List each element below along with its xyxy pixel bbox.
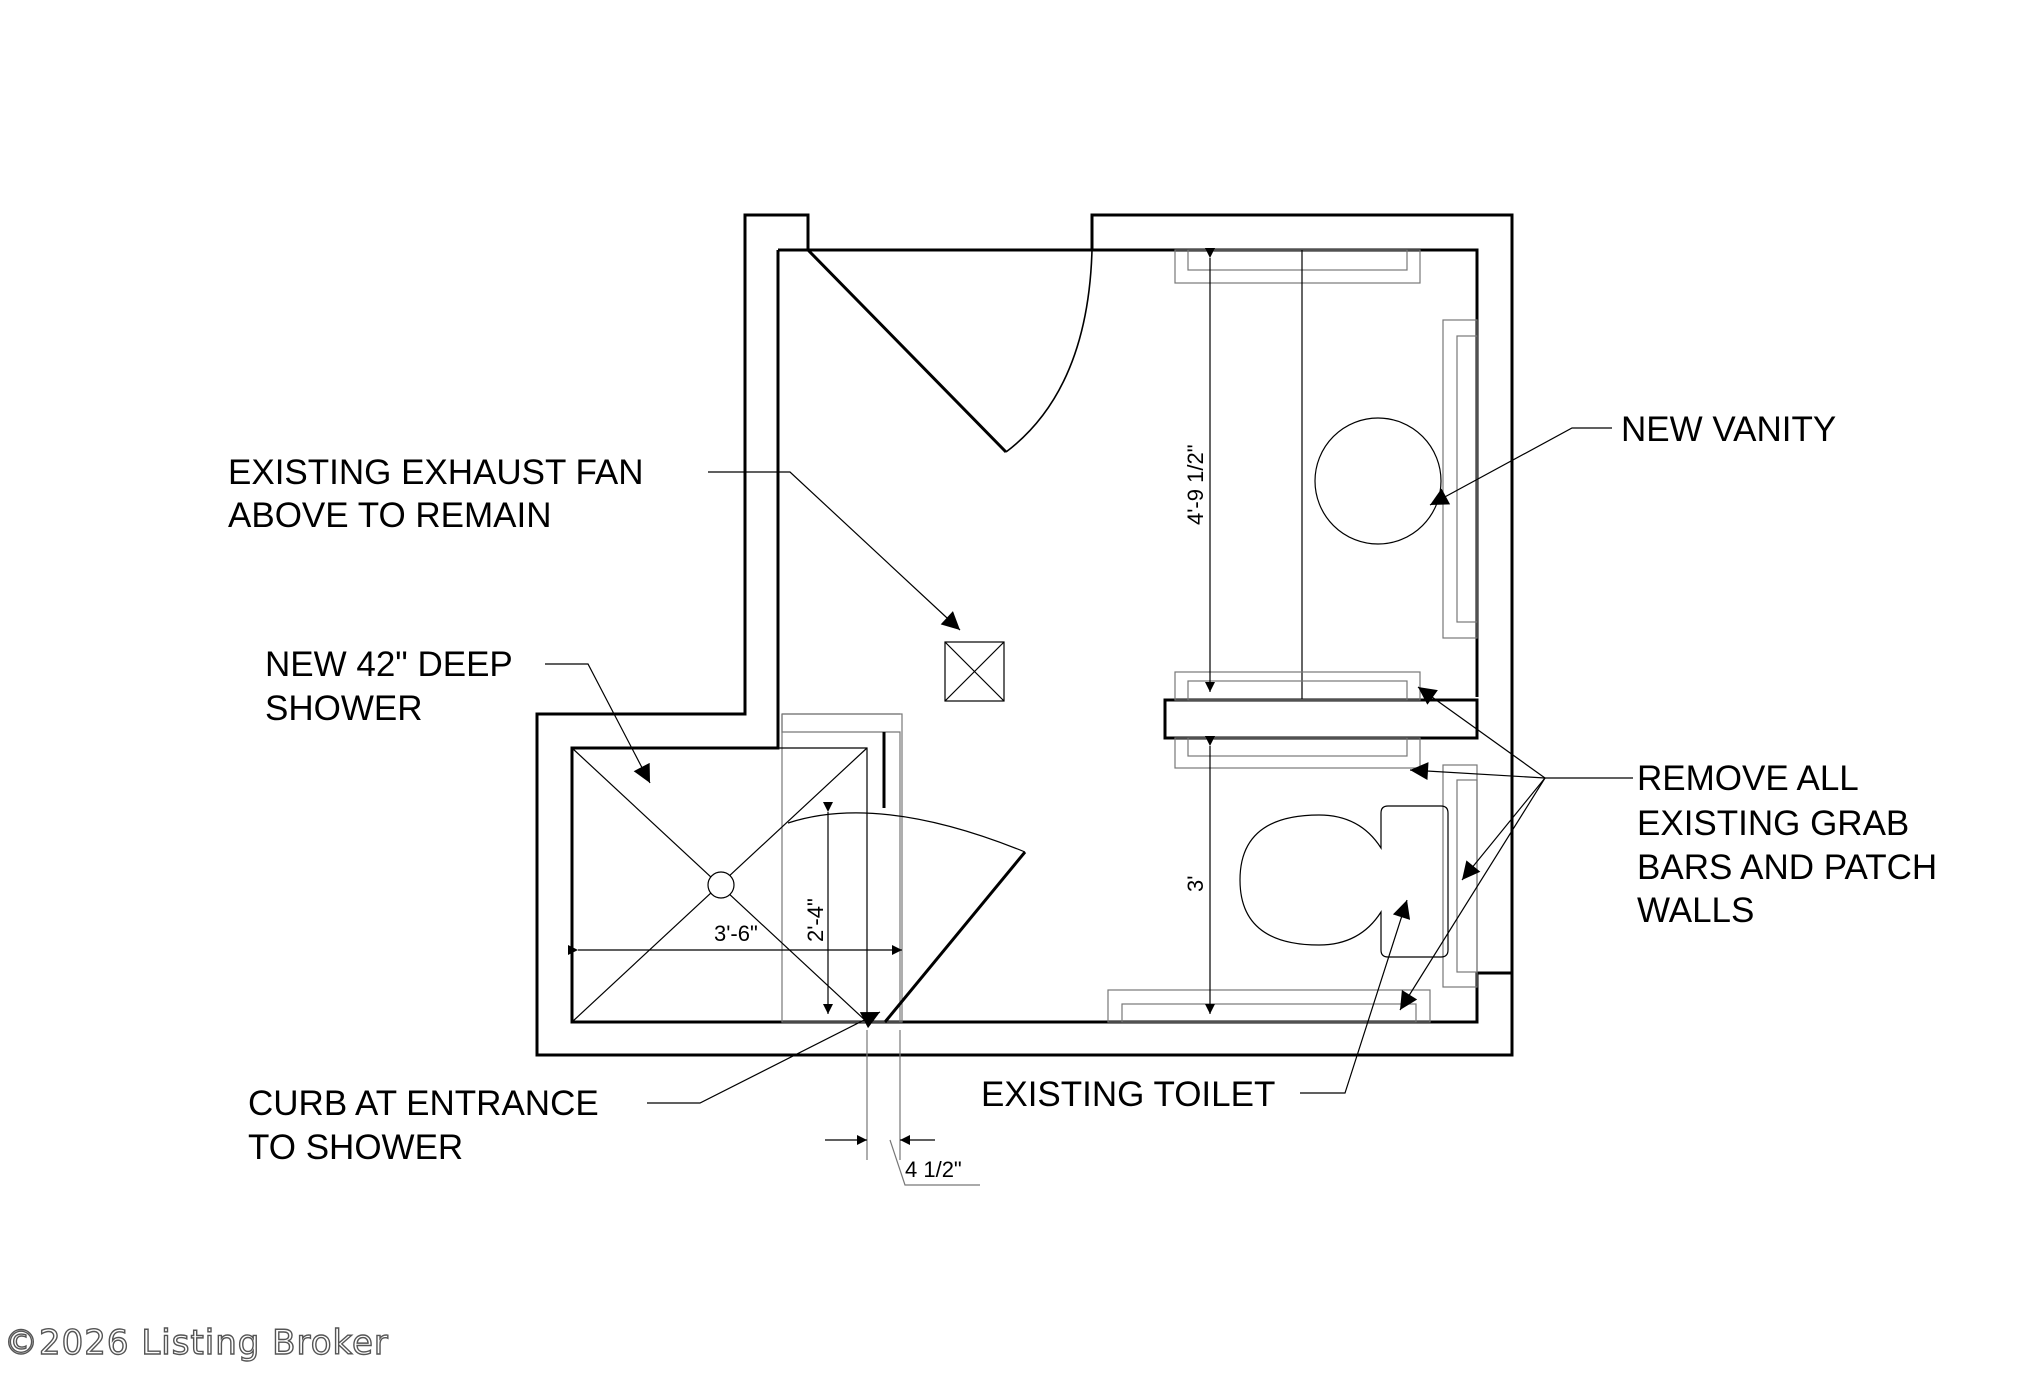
label-grab-bars-line2: EXISTING GRAB [1637,804,1909,843]
dim-curb-leader [889,1139,980,1186]
grab-bar-bottom-inner [1121,1003,1417,1023]
leader-grab-bars-1 [1417,686,1546,779]
leader-grab-bars-3 [1461,777,1546,881]
vanity-grab-bar-inner [1456,335,1478,623]
watermark: ©2026 Listing Broker [4,1323,389,1363]
grab-bar-lower-top-inner [1187,737,1408,757]
partition-wall [1163,698,1479,740]
exhaust-fan-box [944,641,1005,702]
label-grab-bars-line3: BARS AND PATCH [1637,848,1937,887]
dim-toilet-text: 3' [1183,876,1208,892]
entry-door[interactable] [806,248,1093,454]
label-exhaust-fan-line1: EXISTING EXHAUST FAN [228,453,644,492]
grab-bar-upper-inner [1187,680,1408,701]
exhaust-fan [944,641,1005,702]
leader-toilet [1300,899,1411,1094]
vanity-top-rail-inner [1187,249,1408,271]
dim-shower-width-text: 3'-6" [714,921,758,946]
outer-wall [535,213,1514,1057]
door-leaf [806,248,1008,454]
vanity [1174,249,1478,701]
grab-bar-side-inner [1456,779,1478,973]
label-grab-bars-line4: WALLS [1637,891,1754,930]
door-swing-arc [1005,249,1093,453]
toilet-area [1107,737,1478,1023]
toilet [1239,805,1449,958]
leader-grab-bars-2 [1409,762,1546,781]
shower-curb-outline [781,714,901,1022]
dim-shower-door-text: 2'-4" [803,898,828,942]
label-curb-line1: CURB AT ENTRANCE [248,1084,599,1123]
grab-bar-bottom-outer [1107,989,1431,1023]
leader-grab-bars-4 [1399,777,1546,1011]
label-grab-bars-line1: REMOVE ALL [1637,759,1859,798]
vanity-top-rail-outer [1174,249,1421,284]
label-curb-line2: TO SHOWER [248,1128,463,1167]
vanity-grab-bar-outer [1442,319,1478,639]
dim-curb-text: 4 1/2" [905,1157,962,1182]
leader-curb [647,1011,881,1104]
inner-wall-right [1092,248,1479,697]
inner-wall-top-left [570,250,1512,1024]
label-exhaust-fan-line2: ABOVE TO REMAIN [228,496,552,535]
shower-drain [707,871,735,899]
label-vanity: NEW VANITY [1621,410,1836,449]
vanity-sink [1314,417,1442,545]
label-shower-line2: SHOWER [265,689,423,728]
leader-shower [545,663,651,784]
dim-vanity-text: 4'-9 1/2" [1183,444,1208,525]
shower-door [883,851,1027,1023]
shower [571,713,1027,1023]
grab-bar-upper [1174,671,1421,701]
label-toilet: EXISTING TOILET [981,1075,1275,1114]
exhaust-fan-x2 [944,641,1005,702]
leaders [545,427,1633,1104]
leader-vanity [1429,427,1612,506]
label-shower-line1: NEW 42" DEEP [265,645,513,684]
shower-curb-box [781,713,903,1023]
leader-exhaust-fan [708,471,961,631]
dimension-lines [568,248,1215,1186]
grab-bar-lower-top [1174,737,1421,769]
shower-door-swing [787,812,1026,853]
